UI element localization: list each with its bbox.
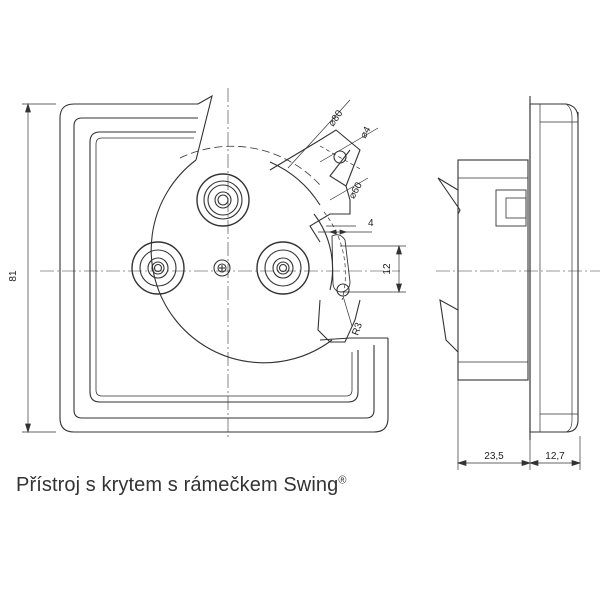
dim-d80-label: ⌀80 — [327, 108, 346, 129]
bracket — [309, 149, 351, 243]
circle-d60-arc — [313, 213, 334, 291]
cut-edge-right — [319, 337, 388, 341]
circle-d60-arc-outer — [323, 211, 346, 301]
dim-d60-label: ⌀60 — [347, 180, 365, 201]
center-screw — [213, 259, 231, 277]
connector-right — [256, 241, 310, 295]
side-view — [436, 96, 600, 440]
circle-d80 — [179, 145, 321, 186]
inner-frame — [73, 117, 375, 419]
dim-height-label: 81 — [8, 270, 19, 282]
slot-hole — [336, 283, 350, 297]
outer-frame — [59, 103, 389, 433]
claw-top — [437, 177, 461, 215]
dimension-lines — [22, 99, 406, 434]
dim-depth1-label: 23,5 — [484, 451, 504, 462]
mounting-slot — [331, 234, 351, 293]
side-front-plate — [529, 103, 579, 433]
cover-plate-inner — [95, 137, 353, 397]
side-body — [457, 159, 529, 381]
cover-plate-outer — [89, 131, 359, 403]
claw-bottom — [439, 298, 459, 353]
dim-d4-label: ⌀4 — [358, 125, 374, 141]
caption-text: Přístroj s krytem s rámečkem Swing — [16, 474, 339, 496]
dim-depth2-label: 12,7 — [545, 451, 565, 462]
socket-face-right-arc — [269, 161, 321, 206]
dim-four-label: 4 — [368, 218, 374, 229]
dim-twelve-label: 12 — [382, 263, 393, 275]
side-dimensions — [456, 380, 582, 470]
registered-mark: ® — [338, 474, 347, 487]
connector-left — [131, 241, 185, 295]
dimension-labels: 81 ⌀80 ⌀4 ⌀60 4 12 R3 23,5 12,7 — [8, 108, 565, 462]
front-view — [40, 88, 400, 440]
socket-face — [150, 159, 333, 364]
figure-caption: Přístroj s krytem s rámečkem Swing® — [16, 474, 347, 497]
dim-r3-label: R3 — [350, 321, 365, 337]
connector-top — [196, 173, 250, 227]
cut-edge-top — [195, 94, 213, 161]
